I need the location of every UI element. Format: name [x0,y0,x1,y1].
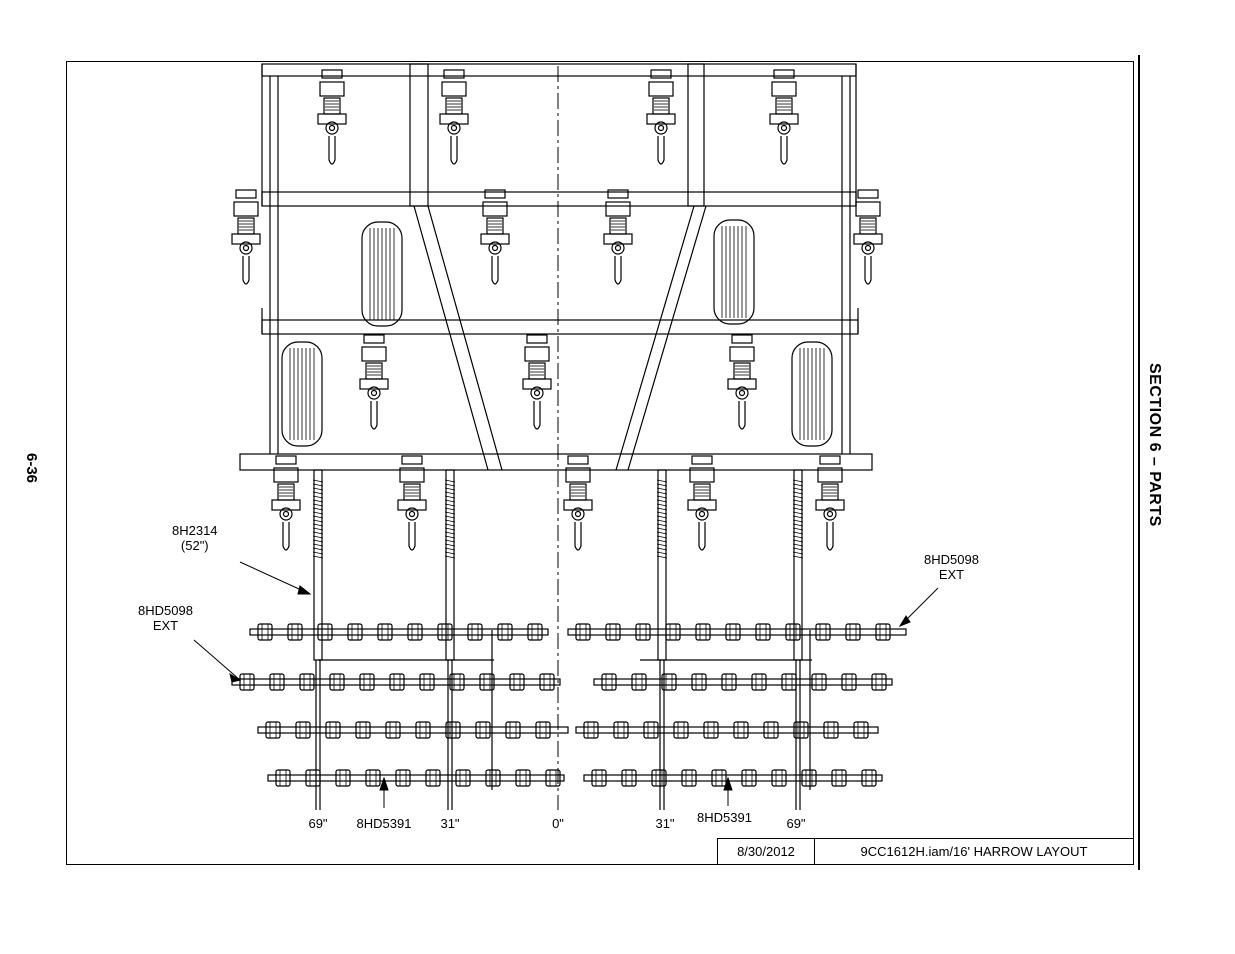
shank-assembly [853,189,883,285]
dim-right-outer: 69" [786,816,806,831]
callout-8h2314-part: 8H2314 [172,523,218,538]
callout-8h2314-size: (52") [180,538,209,553]
side-rule [1138,55,1140,870]
shank-assembly [271,455,301,551]
gauge-wheel [361,221,403,327]
dim-left-inner: 31" [440,816,460,831]
callout-bar-right-part: 8HD5391 [697,810,752,825]
tine-bar [249,623,549,641]
tine-bar [567,623,907,641]
drawing-frame [66,61,1134,865]
shank-assembly [522,334,552,430]
callout-ext-left-part: 8HD5098 [138,603,193,618]
tine-bar [575,721,879,739]
callout-ext-right: 8HD5098 EXT [924,552,979,582]
shank-assembly [563,455,593,551]
title-block-file: 9CC1612H.iam/16' HARROW LAYOUT [814,839,1133,865]
shank-assembly [480,189,510,285]
shank-assembly [397,455,427,551]
shank-assembly [769,69,799,165]
dim-center: 0" [552,816,564,831]
harrow-arm [444,469,456,810]
shank-assembly [646,69,676,165]
callout-ext-right-part: 8HD5098 [924,552,979,567]
callout-ext-left-note: EXT [152,618,179,633]
dim-right-inner: 31" [655,816,675,831]
shank-assemblies [231,69,883,551]
callout-ext-left: 8HD5098 EXT [138,603,193,633]
dim-left-outer: 69" [308,816,328,831]
callout-8h2314: 8H2314 (52") [172,523,218,553]
tine-bar [583,769,883,787]
shank-assembly [317,69,347,165]
shank-assembly [231,189,261,285]
main-frame [239,63,873,471]
gauge-wheel [791,341,833,447]
callout-ext-right-note: EXT [938,567,965,582]
shank-assembly [815,455,845,551]
tine-bar [593,673,893,691]
shank-assembly [359,334,389,430]
gauge-wheel [281,341,323,447]
title-block: 8/30/2012 9CC1612H.iam/16' HARROW LAYOUT [717,838,1133,865]
tine-bar [257,721,569,739]
title-block-date: 8/30/2012 [717,839,814,865]
gauge-wheels [281,219,833,447]
shank-assembly [687,455,717,551]
gauge-wheel [713,219,755,325]
harrow-sections [231,469,907,810]
harrow-arm [656,469,668,810]
dim-bar-left: 8HD5391 [356,816,412,831]
tine-bar [267,769,565,787]
shank-assembly [603,189,633,285]
callout-leaders [193,561,939,808]
callout-bar-right: 8HD5391 [697,810,752,825]
shank-assembly [439,69,469,165]
shank-assembly [727,334,757,430]
tine-bar [231,673,561,691]
